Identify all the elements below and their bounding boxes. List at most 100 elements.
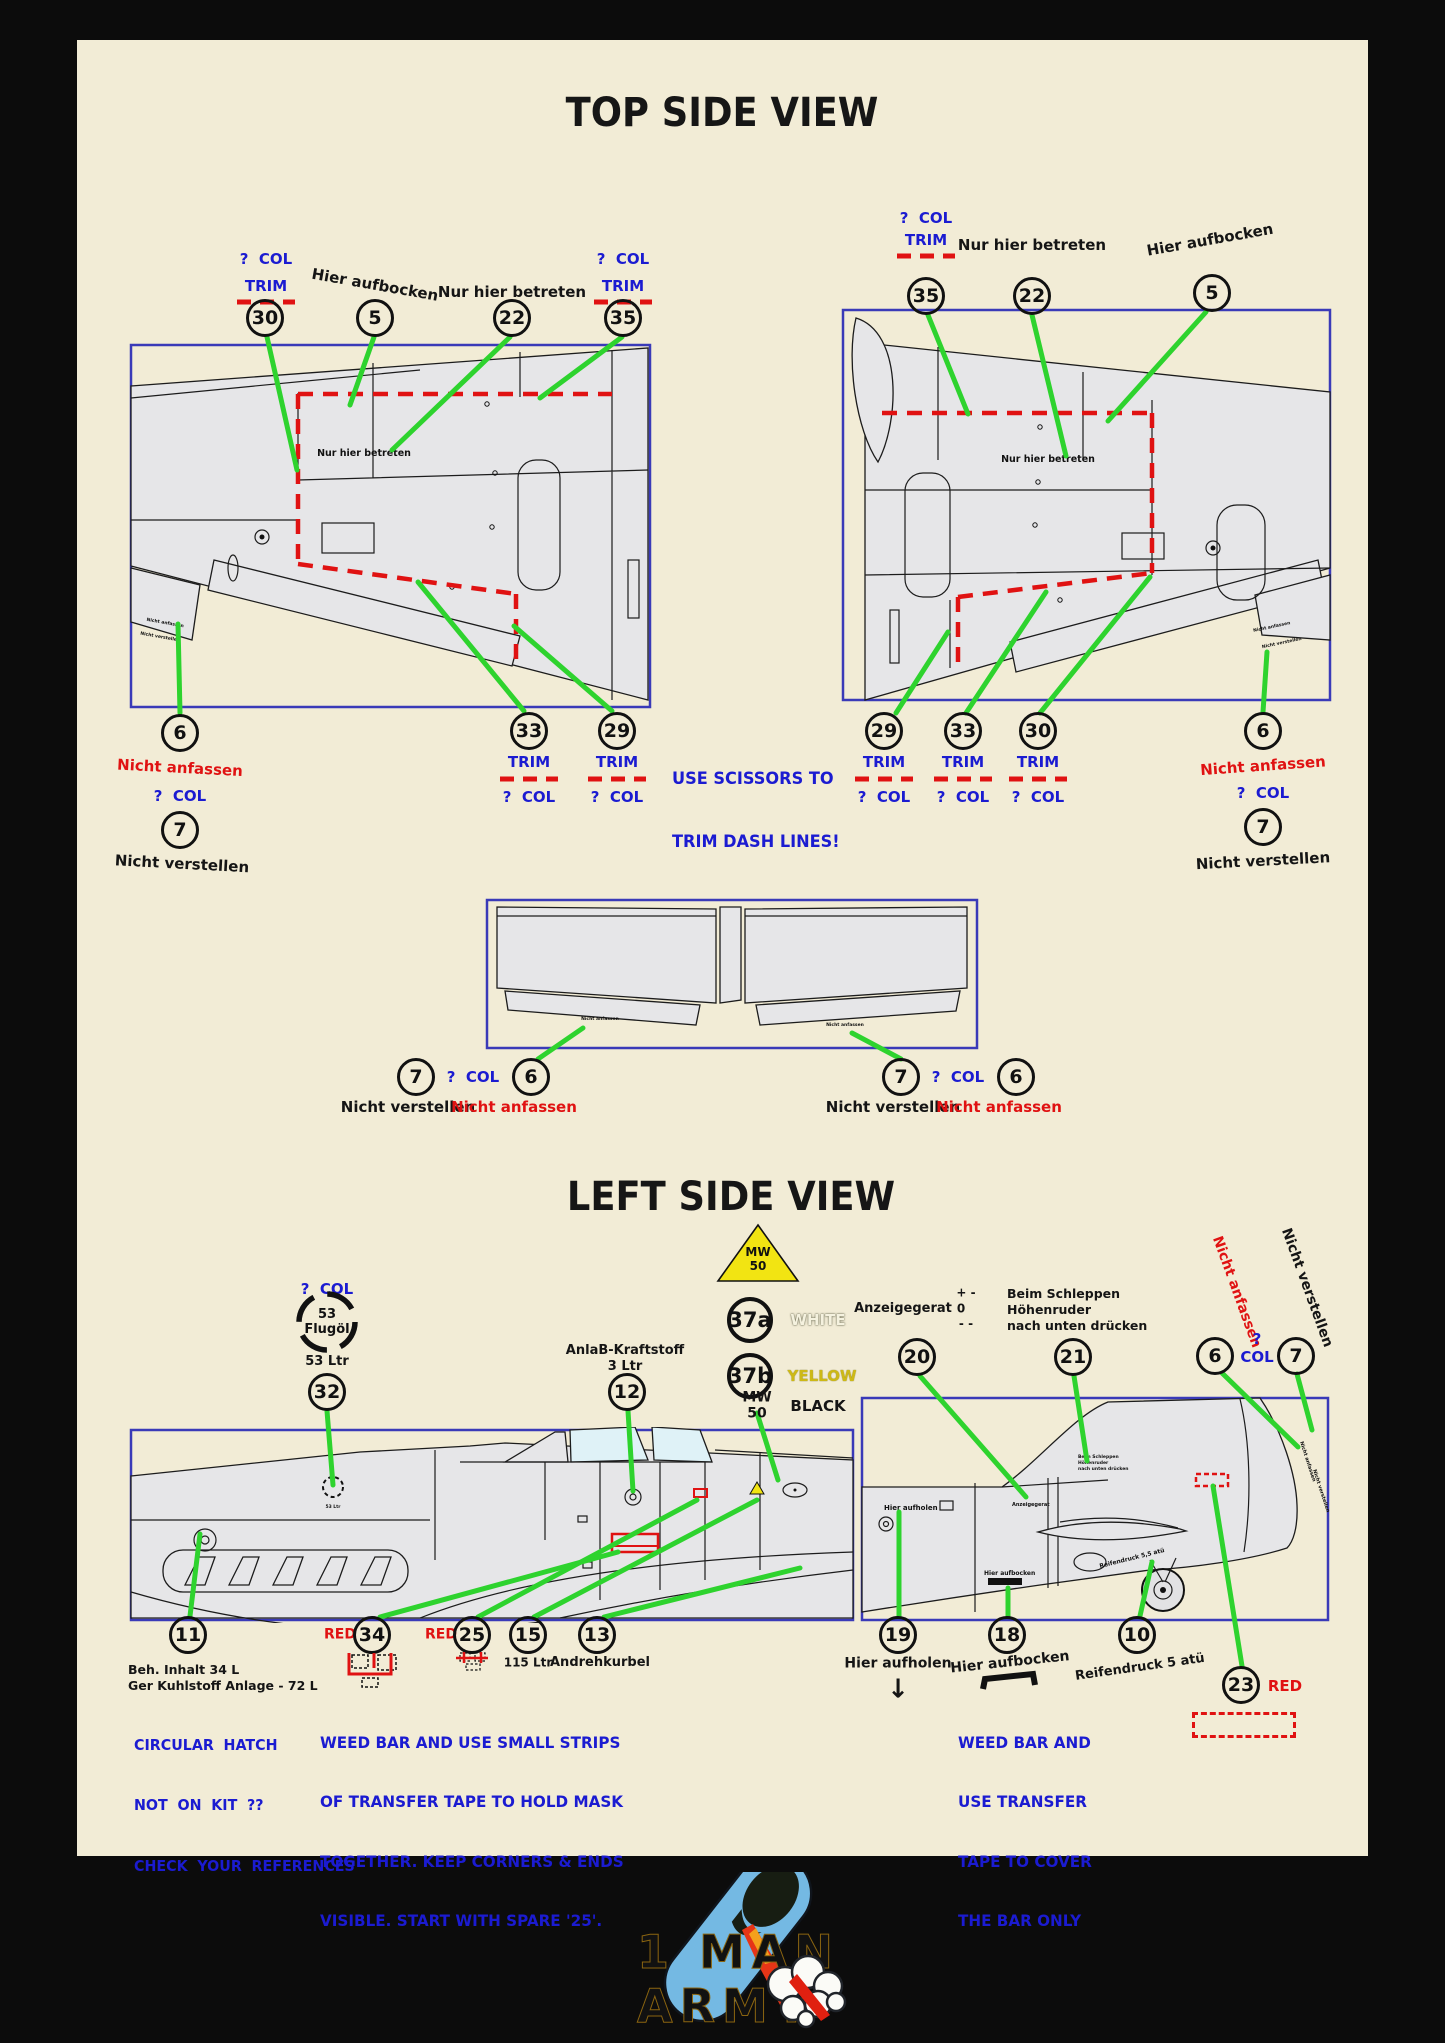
weed-bar-note-line: THE BAR ONLY (958, 1911, 1082, 1931)
callout-30: 30 (1019, 712, 1057, 750)
nicht-verstellen-label: Nicht verstellen (825, 1097, 961, 1116)
callout-13: 13 (578, 1616, 616, 1654)
callout-11: 11 (169, 1616, 207, 1654)
svg-text:53 Ltr: 53 Ltr (325, 1504, 341, 1510)
diagram-flaps: Nicht anfassen Nicht anfassen (485, 898, 979, 1050)
weed-bar-note-line: USE TRANSFER (958, 1792, 1087, 1812)
callout-20: 20 (898, 1338, 936, 1376)
scissors-note-line: USE SCISSORS TO (672, 769, 834, 790)
qcol-label: ? COL (153, 786, 207, 805)
callout-10: 10 (1118, 1616, 1156, 1654)
svg-text:1 MAN: 1 MAN (637, 1925, 840, 1979)
mw50-label: MW (742, 1389, 772, 1406)
callout-25: 25 (453, 1616, 491, 1654)
color-black-label: BLACK (790, 1396, 846, 1415)
svg-text:MW: MW (745, 1245, 770, 1259)
callout-6: 6 (1244, 712, 1282, 750)
q-label: ? (1252, 1329, 1262, 1348)
weed-mask-note-line: WEED BAR AND USE SMALL STRIPS (320, 1732, 621, 1752)
svg-text:Höhenruder: Höhenruder (1078, 1460, 1109, 1466)
trim-label: TRIM (1016, 752, 1060, 771)
trim-dash-marks (1009, 776, 1067, 782)
hatch-note-line: CHECK YOUR REFERENCES (134, 1857, 355, 1875)
trim-label: TRIM (904, 230, 948, 249)
callout-29: 29 (598, 712, 636, 750)
nicht-anfassen-label: Nicht anfassen (451, 1097, 577, 1116)
callout-32: 32 (308, 1373, 346, 1411)
weed-mask-note-line: OF TRANSFER TAPE TO HOLD MASK (320, 1792, 624, 1812)
left-view-title: LEFT SIDE VIEW (566, 1174, 896, 1220)
weed-mask-note: WEED BAR AND USE SMALL STRIPS OF TRANSFE… (320, 1693, 624, 1971)
anzeigegerat-label: Anzeigegerat (854, 1300, 952, 1316)
beh-inhalt-label: Beh. Inhalt 34 L (128, 1662, 240, 1677)
svg-text:Beim Schleppen: Beim Schleppen (1078, 1454, 1119, 1460)
callout-6: 6 (1196, 1337, 1234, 1375)
trim-label: TRIM (244, 276, 288, 295)
svg-text:Nicht anfassen: Nicht anfassen (581, 1016, 619, 1022)
callout-30: 30 (246, 299, 284, 337)
trim-dash-marks (934, 776, 992, 782)
qcol-label: ? COL (936, 787, 990, 806)
qcol-label: ? COL (590, 787, 644, 806)
callout-18: 18 (988, 1616, 1026, 1654)
trim-label: TRIM (862, 752, 906, 771)
trim-label: TRIM (507, 752, 551, 771)
hatch-note-line: NOT ON KIT ?? (134, 1796, 264, 1815)
anzeige-plus: + - (956, 1285, 976, 1300)
jack-bar-shape (980, 1670, 1038, 1690)
callout-29: 29 (865, 712, 903, 750)
svg-text:Nicht anfassen: Nicht anfassen (826, 1022, 864, 1028)
svg-text:Nicht verstellen: Nicht verstellen (1261, 636, 1302, 650)
trim-dash-marks (897, 253, 955, 259)
color-white-label: WHITE (790, 1310, 846, 1329)
callout-34: 34 (353, 1616, 391, 1654)
nicht-anfassen-label: Nicht anfassen (936, 1097, 1062, 1116)
svg-text:ARMY: ARMY (637, 1979, 815, 2033)
callout-35: 35 (907, 277, 945, 315)
beim-schleppen-line: Beim Schleppen (1007, 1286, 1121, 1301)
callout-5: 5 (1193, 274, 1231, 312)
trim-dash-marks (855, 776, 913, 782)
diagram-left-wing-top: Nur hier betreten Nicht anfassen Nicht v… (129, 343, 652, 709)
qcol-label: ? COL (596, 249, 650, 268)
svg-text:nach unten drücken: nach unten drücken (1078, 1466, 1129, 1472)
callout-7: 7 (397, 1058, 435, 1096)
svg-text:53: 53 (318, 1307, 336, 1322)
callout-37b: 37b (727, 1353, 773, 1399)
color-yellow-label: YELLOW (787, 1366, 857, 1385)
trim-label: TRIM (601, 276, 645, 295)
callout-15: 15 (509, 1616, 547, 1654)
weed-mask-note-line: TOGETHER. KEEP CORNERS & ENDS (320, 1851, 624, 1871)
beim-schleppen-line: Höhenruder (1007, 1302, 1091, 1317)
red-color-label: RED (1267, 1676, 1303, 1695)
callout-37a: 37a (727, 1297, 773, 1343)
callout-6: 6 (512, 1058, 550, 1096)
qcol-label: ? COL (446, 1067, 500, 1086)
diagram-rear-fuselage: Hier aufholen Hier aufbocken Reifendruck… (860, 1396, 1331, 1622)
nur-hier-betreten-label: Nur hier betreten (437, 282, 587, 301)
callout-33: 33 (944, 712, 982, 750)
nicht-verstellen-label: Nicht verstellen (340, 1097, 476, 1116)
flugol-capacity-label: 53 Ltr (305, 1353, 349, 1369)
callout-7: 7 (882, 1058, 920, 1096)
callout-7: 7 (1244, 808, 1282, 846)
kraftstoff-capacity-label: 3 Ltr (607, 1358, 643, 1374)
callout-23: 23 (1222, 1666, 1260, 1704)
qcol-label: ? COL (1236, 783, 1290, 802)
trim-dash-marks (500, 776, 558, 782)
callout-12: 12 (608, 1373, 646, 1411)
col-label: COL (1240, 1347, 1274, 1366)
svg-text:Anzeigegerat: Anzeigegerat (1012, 1502, 1050, 1508)
svg-text:Hier aufbocken: Hier aufbocken (984, 1570, 1035, 1577)
callout-7: 7 (1277, 1337, 1315, 1375)
callout-22: 22 (1013, 277, 1051, 315)
qcol-label: ? COL (931, 1067, 985, 1086)
weed-mask-note-line: VISIBLE. START WITH SPARE '25'. (320, 1911, 603, 1931)
callout-22: 22 (493, 299, 531, 337)
callout-35: 35 (604, 299, 642, 337)
scissors-note-line: TRIM DASH LINES! (672, 831, 840, 852)
qcol-label: ? COL (1011, 787, 1065, 806)
svg-text:50: 50 (750, 1259, 767, 1273)
callout-21: 21 (1054, 1338, 1092, 1376)
callout-19: 19 (879, 1616, 917, 1654)
